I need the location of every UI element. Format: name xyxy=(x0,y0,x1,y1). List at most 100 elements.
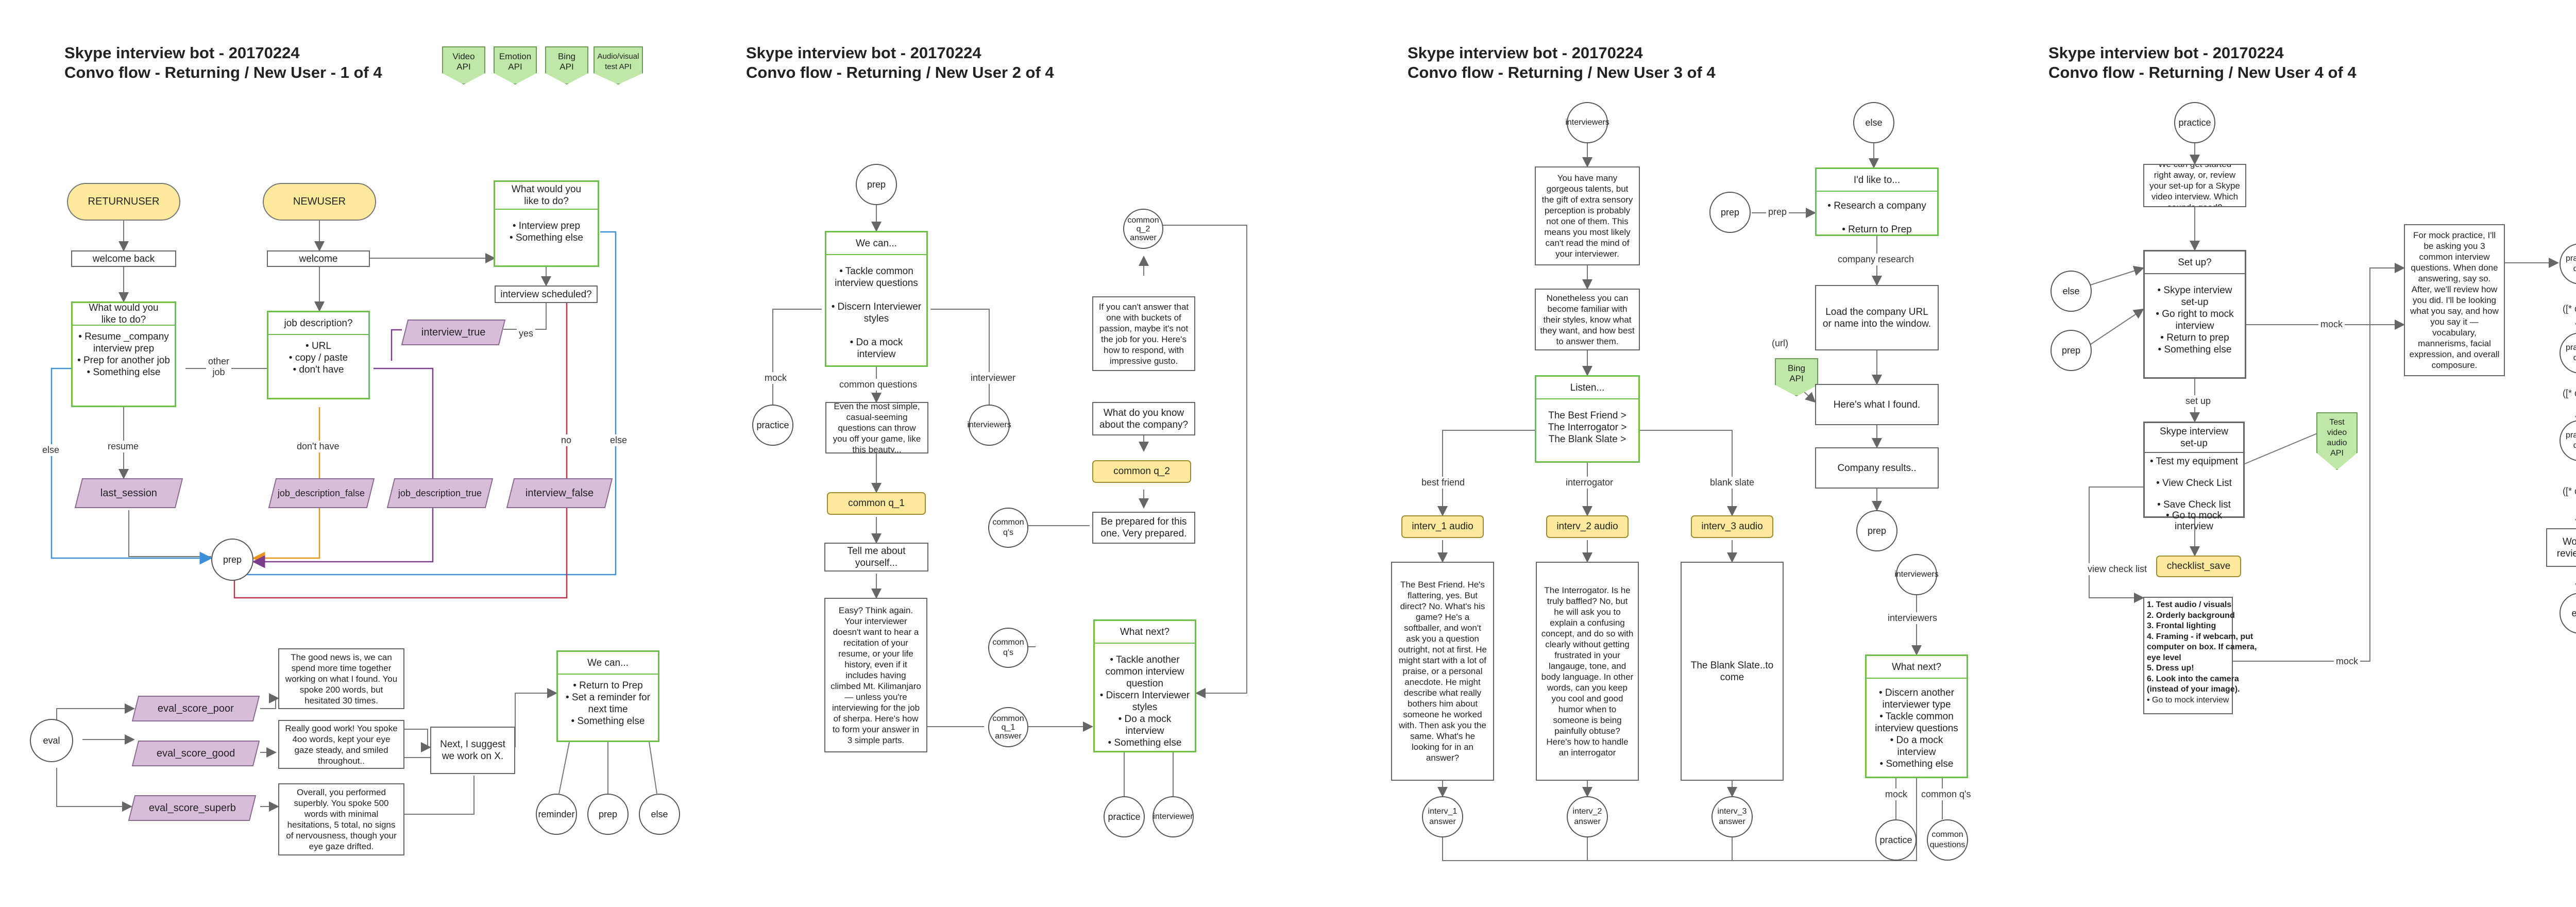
nonetheless-text: Nonetheless you can become familiar with… xyxy=(1535,289,1640,350)
interrogator-text: The Interrogator. Is he truly baffled? N… xyxy=(1536,562,1639,781)
checklist-item: 6. Look into the camera xyxy=(2147,674,2239,683)
setup-options: • Skype interview set-up • Go right to m… xyxy=(2156,285,2234,355)
job-description-box[interactable]: job description? • URL • copy / paste • … xyxy=(267,311,370,399)
newuser-start[interactable]: NEWUSER xyxy=(263,183,376,221)
top-what-would-you-like-box[interactable]: What would you like to do? • Interview p… xyxy=(494,180,599,267)
prep-node-2[interactable]: prep xyxy=(587,794,629,835)
label-common-qs-p3: common q's xyxy=(1919,788,1973,800)
setup-box[interactable]: Set up? • Skype interview set-up • Go ri… xyxy=(2143,250,2246,379)
what-would-you-like-box[interactable]: What would you like to do? • Resume _com… xyxy=(71,301,176,407)
common-questions-node-p3[interactable]: common questions xyxy=(1927,819,1968,861)
checklist-item: • Go to mock interview xyxy=(2147,695,2229,704)
page-4-title-line2: Convo flow - Returning / New User 4 of 4 xyxy=(2048,63,2357,81)
prep-node-p3[interactable]: prep xyxy=(1709,192,1751,233)
jd-false-state[interactable]: job_description_false xyxy=(268,478,375,508)
checklist-item: 5. Dress up! xyxy=(2147,664,2194,673)
interview-true-state[interactable]: interview_true xyxy=(401,320,506,345)
reminder-node[interactable]: reminder xyxy=(536,794,577,835)
common-q1-answer-node[interactable]: common q_1 answer xyxy=(988,707,1028,747)
label-done-2: ([* done]) xyxy=(2561,388,2576,399)
prep-node[interactable]: prep xyxy=(211,539,253,581)
checklist-item: 2. Orderly background xyxy=(2147,611,2235,620)
eval-superb-state[interactable]: eval_score_superb xyxy=(128,795,257,821)
we-can-heading-p1: We can... xyxy=(558,652,658,675)
id-like-to-box[interactable]: I'd like to... • Research a company • Re… xyxy=(1815,167,1939,236)
interviewers-node-p3b[interactable]: interviewers xyxy=(1894,554,1939,595)
interviewers-node-p3[interactable]: interviewers xyxy=(1565,102,1609,143)
listen-box[interactable]: Listen... The Best Friend > The Interrog… xyxy=(1535,375,1640,463)
interv-1-audio[interactable]: interv_1 audio xyxy=(1401,515,1484,538)
welcome-node[interactable]: welcome xyxy=(267,250,370,267)
interv-2-audio[interactable]: interv_2 audio xyxy=(1546,515,1629,538)
label-view-check-list: view check list xyxy=(2086,563,2149,575)
practice-node-p2[interactable]: practice xyxy=(752,405,793,446)
what-next-heading-p2: What next? xyxy=(1095,621,1195,644)
common-q2-answer-node[interactable]: common q_2 answer xyxy=(1123,209,1163,249)
company-results: Company results.. xyxy=(1815,447,1939,489)
eval-node[interactable]: eval xyxy=(30,719,73,762)
checklist-item: computer on box. If camera, xyxy=(2147,643,2257,651)
interv-3-answer-node[interactable]: interv_3 answer xyxy=(1711,796,1753,837)
skype-setup-options: • Test my equipment • View Check List • … xyxy=(2149,456,2239,532)
load-company-url-text: Load the company URL or name into the wi… xyxy=(1815,285,1939,350)
msg-poor: The good news is, we can spend more time… xyxy=(278,648,404,709)
common-q1-audio[interactable]: common q_1 xyxy=(827,492,926,515)
we-can-heading-p2: We can... xyxy=(826,232,926,255)
page-title-4: Skype interview bot - 20170224 Convo flo… xyxy=(2048,43,2357,82)
label-interviewers-p3: interviewers xyxy=(1886,612,1940,624)
interview-scheduled-node[interactable]: interview scheduled? xyxy=(495,285,598,303)
interviewer-node-p2[interactable]: interviewer xyxy=(1153,796,1194,837)
wwyl-options: • Resume _company interview prep • Prep … xyxy=(77,331,170,378)
prep-node-p3b[interactable]: prep xyxy=(1856,510,1897,551)
next-suggest-node[interactable]: Next, I suggest we work on X. xyxy=(430,727,515,774)
interviewers-node-p2[interactable]: interviewers xyxy=(967,405,1011,446)
interv-2-answer-node[interactable]: interv_2 answer xyxy=(1567,796,1608,837)
prep-node-p2[interactable]: prep xyxy=(856,164,897,205)
label-setup: set up xyxy=(2183,395,2213,407)
id-like-options: • Research a company • Return to Prep xyxy=(1827,200,1926,235)
label-dont-have: don't have xyxy=(295,441,342,452)
prep-node-p4[interactable]: prep xyxy=(2050,330,2092,371)
know-company-question: What do you know about the company? xyxy=(1092,402,1195,435)
eval-poor-state[interactable]: eval_score_poor xyxy=(131,696,260,721)
label-interrogator: interrogator xyxy=(1564,477,1616,489)
checklist-save-audio[interactable]: checklist_save xyxy=(2156,556,2241,577)
label-mock-p4b: mock xyxy=(2334,656,2361,667)
label-interviewer-p2: interviewer xyxy=(969,372,1018,384)
easy-think-again-text: Easy? Think again. Your interviewer does… xyxy=(824,598,927,752)
label-done-1: ([* done]) xyxy=(2561,303,2576,315)
page-title-3: Skype interview bot - 20170224 Convo flo… xyxy=(1408,43,1716,82)
wonderful-text: Wonderful. Let's review your results xyxy=(2546,528,2576,567)
what-next-box-p2[interactable]: What next? • Tackle another common inter… xyxy=(1093,619,1196,752)
interv-3-audio[interactable]: interv_3 audio xyxy=(1691,515,1773,538)
be-prepared-text: Be prepared for this one. Very prepared. xyxy=(1092,512,1195,544)
label-mock-p2: mock xyxy=(762,372,789,384)
practice-node-p2b[interactable]: practice xyxy=(1104,796,1145,837)
returnuser-start[interactable]: RETURNUSER xyxy=(67,183,180,221)
welcome-back-node[interactable]: welcome back xyxy=(71,250,176,267)
practice-node-p3[interactable]: practice xyxy=(1875,819,1917,861)
page-title-1: Skype interview bot - 20170224 Convo flo… xyxy=(64,43,382,82)
eval-good-state[interactable]: eval_score_good xyxy=(131,741,260,766)
we-can-box-p2[interactable]: We can... • Tackle common interview ques… xyxy=(825,231,928,367)
else-node-p3[interactable]: else xyxy=(1853,102,1894,143)
else-node[interactable]: else xyxy=(639,794,680,835)
practice-node-p4[interactable]: practice xyxy=(2174,102,2215,143)
common-q2-audio[interactable]: common q_2 xyxy=(1092,460,1191,483)
label-else-right: else xyxy=(608,434,630,446)
label-prep-p3: prep xyxy=(1766,206,1789,218)
checklist-item: 3. Frontal lighting xyxy=(2147,622,2216,630)
common-qs-node-2[interactable]: common q's xyxy=(988,628,1028,668)
last-session-state[interactable]: last_session xyxy=(74,478,183,508)
id-like-heading: I'd like to... xyxy=(1817,169,1937,192)
even-most-simple-text: Even the most simple, casual-seeming que… xyxy=(825,402,928,454)
jd-heading: job description? xyxy=(268,312,368,335)
interv-1-answer-node[interactable]: interv_1 answer xyxy=(1422,796,1463,837)
we-can-box-p1[interactable]: We can... • Return to Prep • Set a remin… xyxy=(556,650,659,742)
common-qs-node-1[interactable]: common q's xyxy=(988,508,1028,548)
skype-setup-box[interactable]: Skype interview set-up • Test my equipme… xyxy=(2143,422,2245,532)
else-node-p4[interactable]: else xyxy=(2050,271,2092,312)
what-next-box-p3[interactable]: What next? • Discern another interviewer… xyxy=(1865,654,1968,778)
interview-false-state[interactable]: interview_false xyxy=(506,478,613,508)
jd-true-state[interactable]: job_description_true xyxy=(386,478,494,508)
